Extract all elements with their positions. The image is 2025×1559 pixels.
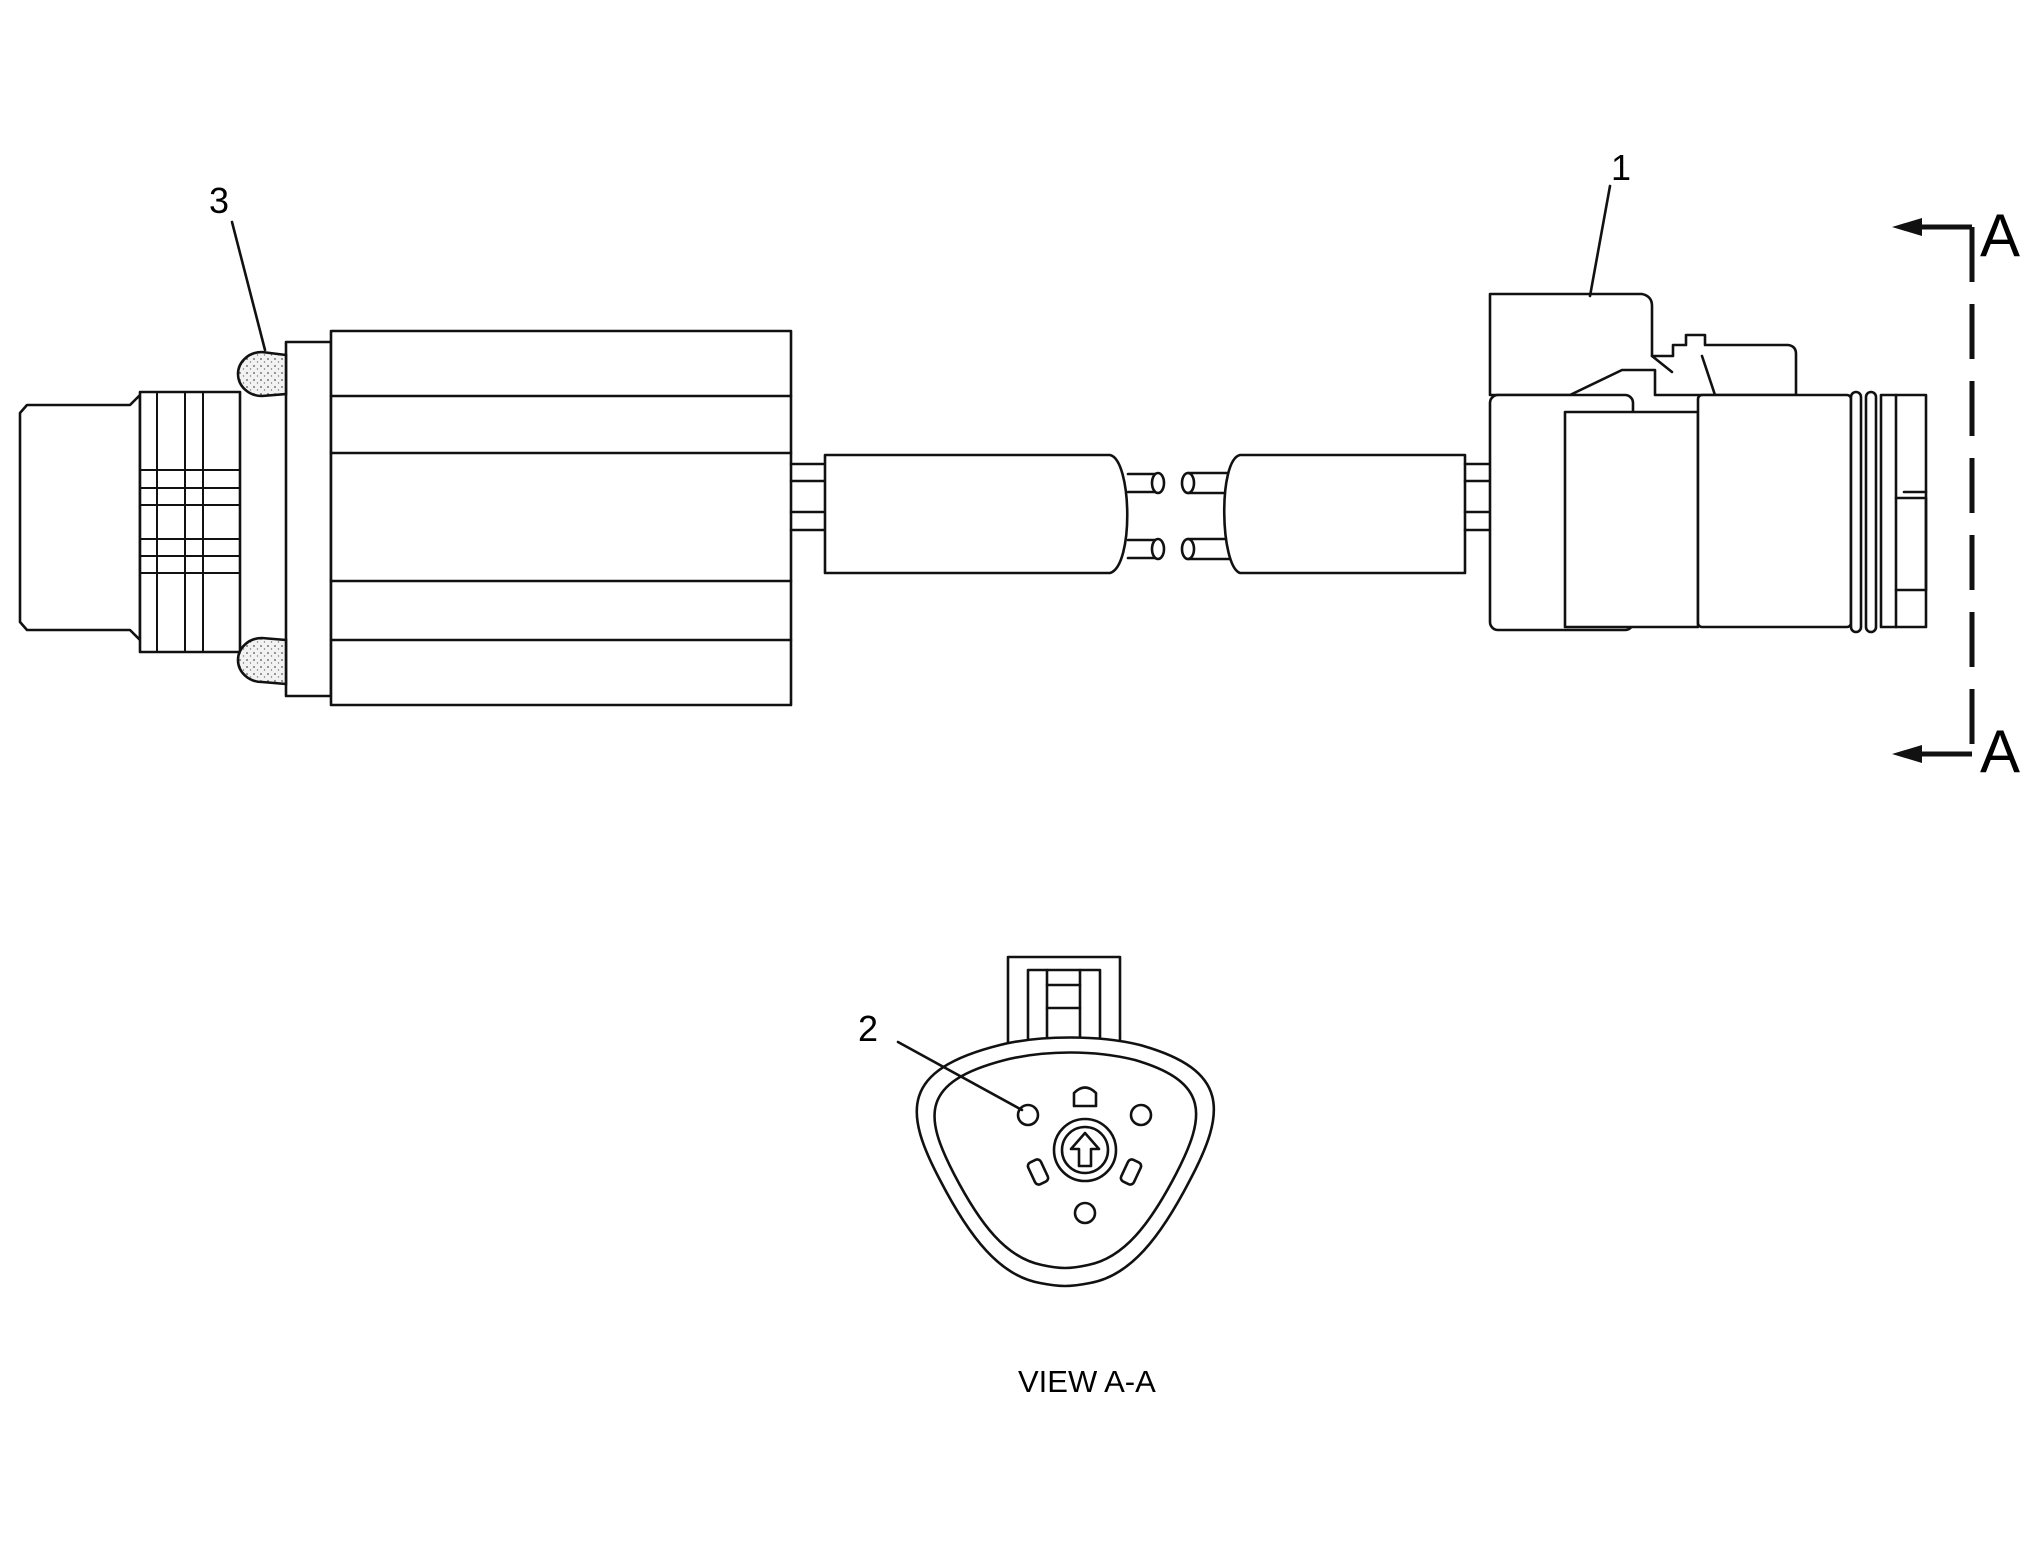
hex-body	[329, 329, 793, 707]
leader-line-1	[1588, 184, 1612, 298]
connector-plug	[1488, 292, 1928, 634]
section-line-a-a	[1892, 218, 1975, 763]
callout-3: 3	[209, 180, 229, 221]
o-ring-seal	[236, 350, 288, 686]
sensor-tip	[18, 393, 142, 642]
pressure-sensor-body	[18, 329, 793, 707]
view-caption: VIEW A-A	[1018, 1364, 1156, 1399]
flange	[284, 340, 333, 698]
section-marker-top: A	[1980, 202, 2020, 269]
thread-section	[138, 390, 242, 654]
connector-face-view	[915, 955, 1216, 1288]
cable-left-segment	[789, 453, 1166, 575]
callout-2: 2	[858, 1008, 878, 1049]
leader-line-3	[230, 220, 267, 352]
leader-line-2	[896, 1040, 1024, 1112]
thread-lines	[140, 392, 240, 652]
callout-1: 1	[1611, 147, 1631, 188]
section-marker-bottom: A	[1980, 718, 2020, 785]
cable-right-segment	[1180, 453, 1499, 575]
